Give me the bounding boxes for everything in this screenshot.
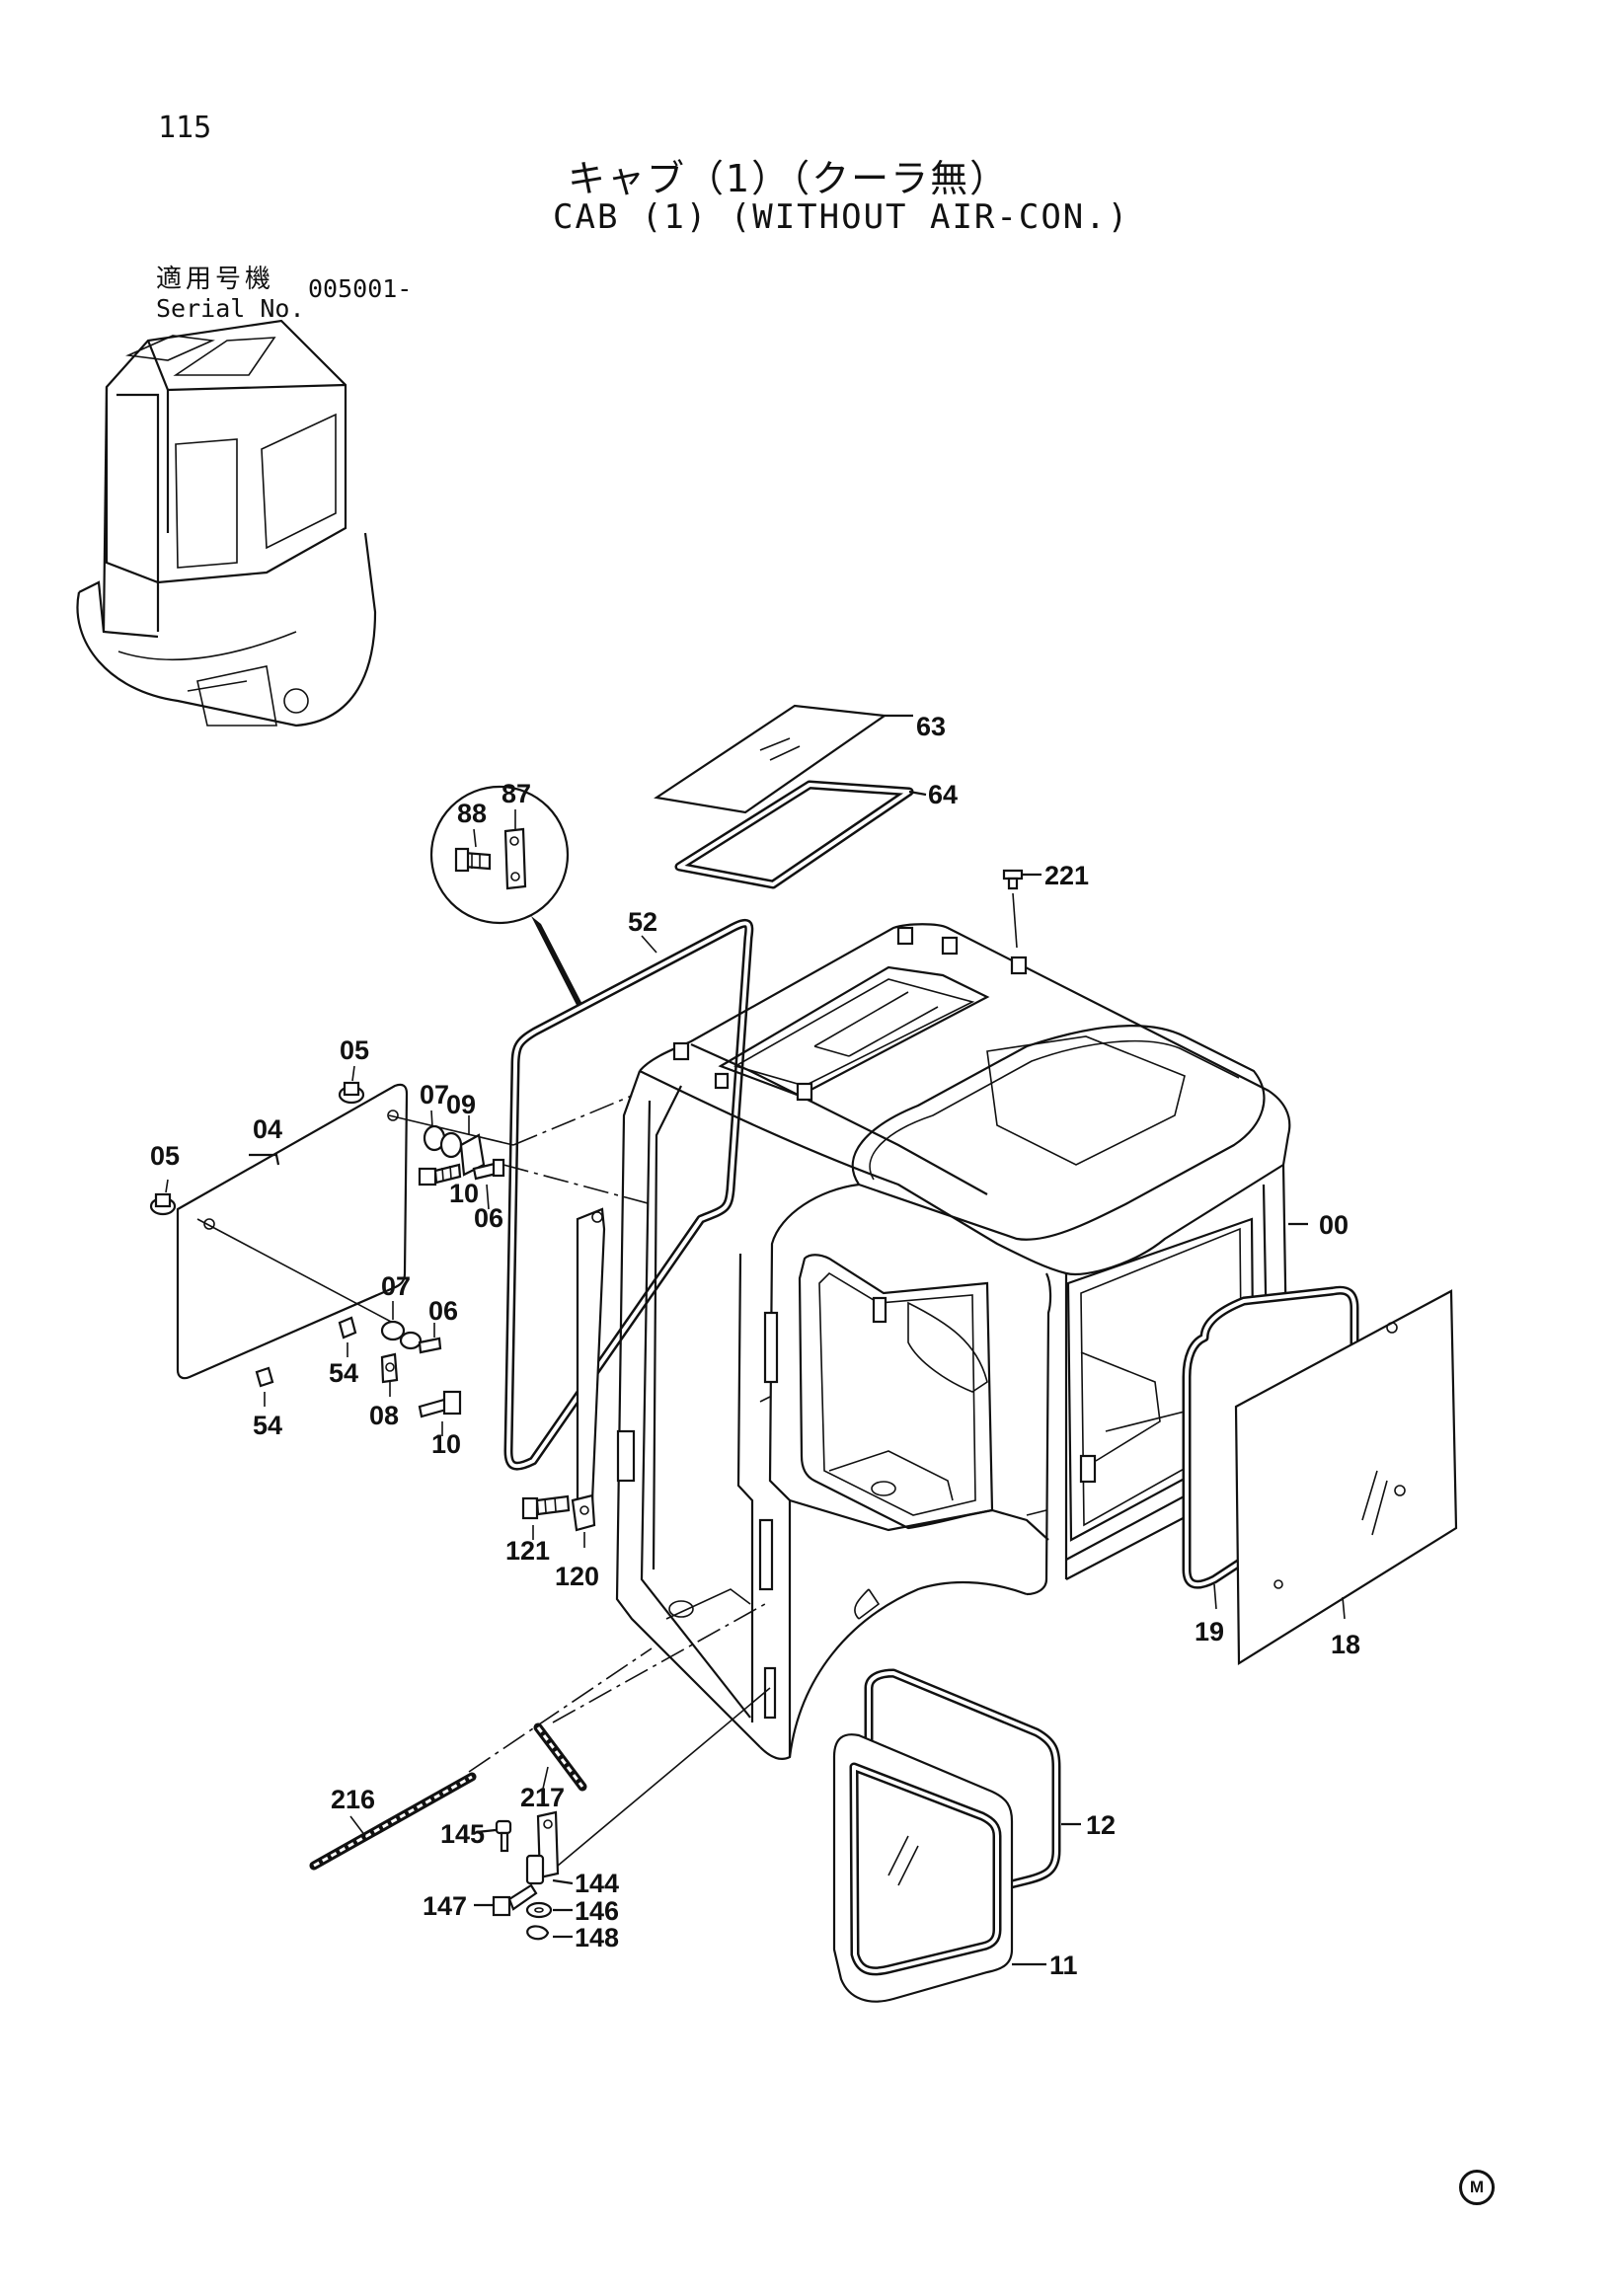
page-number: 115 <box>158 111 212 145</box>
callout-12: 12 <box>1086 1810 1116 1840</box>
callout-10-top: 10 <box>449 1179 479 1208</box>
callout-11: 11 <box>1049 1951 1078 1980</box>
serial-label-japanese: 適用号機 <box>156 265 275 294</box>
callout-18: 18 <box>1331 1630 1360 1659</box>
callout-63: 63 <box>916 712 946 741</box>
serial-label-english: Serial No. <box>156 294 305 323</box>
callout-04: 04 <box>253 1114 282 1144</box>
title-english: CAB (1) (WITHOUT AIR-CON.) <box>553 197 1130 237</box>
callout-52: 52 <box>628 907 657 937</box>
callout-87: 87 <box>501 779 531 808</box>
callout-88: 88 <box>457 799 487 828</box>
side-panel-04-group: 04 05 05 07 09 10 06 07 06 <box>149 1035 653 1459</box>
callout-07-bottom: 07 <box>381 1271 411 1301</box>
door-window-11-12: 12 11 <box>832 1668 1116 2003</box>
callout-00: 00 <box>1319 1210 1349 1240</box>
callout-07-top: 07 <box>420 1080 449 1110</box>
callout-54-left: 54 <box>253 1411 282 1440</box>
callout-148: 148 <box>575 1923 619 1952</box>
callout-145: 145 <box>440 1819 485 1849</box>
maker-mark-icon: M <box>1459 2170 1495 2205</box>
roof-window-parts: 63 64 <box>654 704 958 889</box>
callout-19: 19 <box>1195 1617 1224 1646</box>
callout-144: 144 <box>575 1869 619 1898</box>
callout-221: 221 <box>1044 861 1089 890</box>
callout-216: 216 <box>331 1785 375 1814</box>
overview-thumbnail <box>76 319 377 727</box>
door-seal-52: 52 <box>503 907 754 1471</box>
callout-121: 121 <box>505 1536 550 1566</box>
callout-120: 120 <box>555 1562 599 1591</box>
rear-window-18-19: 19 18 <box>1182 1285 1458 1665</box>
callout-06-bottom: 06 <box>428 1296 458 1326</box>
lower-seal-and-hinge-parts: 216 217 144 145 147 146 148 <box>309 1603 771 1952</box>
hinge-bar-120: 120 121 <box>505 1207 606 1591</box>
callout-147: 147 <box>423 1891 467 1921</box>
title-japanese: キャブ（1）（クーラ無） <box>568 157 1010 200</box>
callout-09: 09 <box>446 1090 476 1119</box>
callout-146: 146 <box>575 1896 619 1926</box>
callout-05-left: 05 <box>150 1141 180 1171</box>
callout-54-right: 54 <box>329 1358 358 1388</box>
callout-64: 64 <box>928 780 958 809</box>
callout-08: 08 <box>369 1401 399 1430</box>
callout-05-top: 05 <box>340 1035 369 1065</box>
callout-10-bottom: 10 <box>431 1429 461 1459</box>
serial-number-value: 005001- <box>308 274 413 303</box>
